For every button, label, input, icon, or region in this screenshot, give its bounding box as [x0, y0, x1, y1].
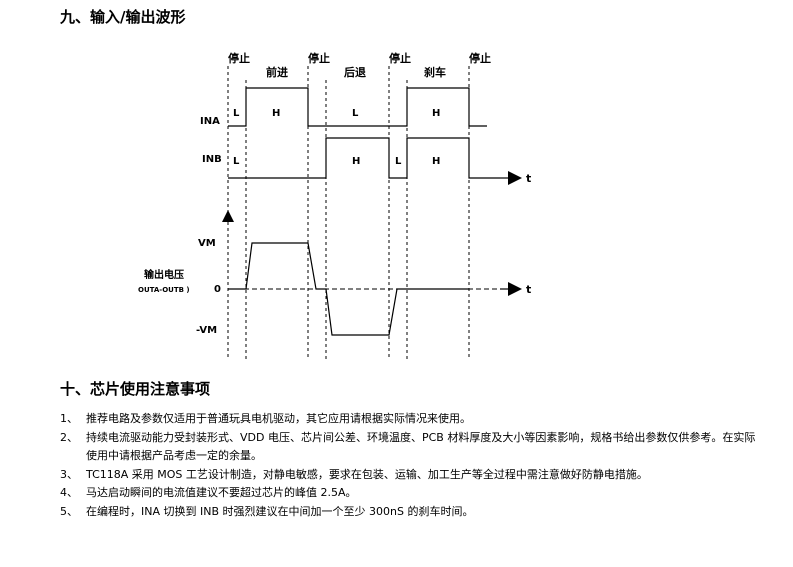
inb-level-3: L — [395, 156, 402, 167]
note-number: 3、 — [60, 467, 78, 481]
section-9-title: 九、输入/输出波形 — [60, 8, 186, 26]
phase-label-brake: 刹车 — [424, 65, 446, 79]
ina-label: INA — [200, 116, 220, 127]
vm-label: VM — [198, 238, 216, 249]
output-voltage-label: 输出电压 — [144, 268, 184, 281]
inb-waveform — [228, 137, 500, 179]
inb-axis-arrow — [508, 171, 522, 185]
note-text: 在编程时，INA 切换到 INB 时强烈建议在中间加一个至少 300nS 的刹车… — [86, 504, 474, 518]
phase-label-reverse: 后退 — [344, 65, 366, 79]
phase-label-stop-1: 停止 — [228, 51, 250, 65]
inb-time-label: t — [526, 172, 531, 185]
output-waveform — [228, 242, 469, 336]
notes-list: 1、推荐电路及参数仅适用于普通玩具电机驱动，其它应用请根据实际情况来使用。 2、… — [60, 410, 760, 521]
note-item: 4、马达启动瞬间的电流值建议不要超过芯片的峰值 2.5A。 — [60, 484, 760, 503]
note-text: TC118A 采用 MOS 工艺设计制造，对静电敏感，要求在包装、运输、加工生产… — [86, 467, 648, 481]
output-expression-label: OUTA-OUTB ) — [138, 286, 190, 294]
note-text: 持续电流驱动能力受封装形式、VDD 电压、芯片间公差、环境温度、PCB 材料厚度… — [86, 430, 756, 463]
inb-level-4: H — [432, 156, 440, 167]
io-waveform-diagram: 停止 前进 停止 后退 停止 刹车 停止 INA L H L H INB t L… — [138, 51, 531, 360]
ina-waveform — [228, 87, 487, 127]
note-number: 5、 — [60, 504, 78, 518]
note-number: 1、 — [60, 412, 78, 425]
note-number: 2、 — [60, 430, 78, 444]
phase-label-stop-3: 停止 — [389, 51, 411, 65]
phase-label-forward: 前进 — [266, 65, 288, 79]
voltage-axis-arrow — [222, 210, 234, 222]
section-10-title: 十、芯片使用注意事项 — [60, 380, 211, 398]
inb-label: INB — [202, 154, 222, 165]
phase-label-stop-4: 停止 — [469, 51, 491, 65]
output-axis-arrow — [508, 282, 522, 296]
inb-level-1: L — [233, 156, 240, 167]
note-item: 5、在编程时，INA 切换到 INB 时强烈建议在中间加一个至少 300nS 的… — [60, 503, 760, 522]
ina-level-4: H — [432, 108, 440, 119]
ina-level-1: L — [233, 108, 240, 119]
note-number: 4、 — [60, 486, 78, 499]
note-text: 推荐电路及参数仅适用于普通玩具电机驱动，其它应用请根据实际情况来使用。 — [86, 412, 471, 425]
note-text: 马达启动瞬间的电流值建议不要超过芯片的峰值 2.5A。 — [86, 486, 357, 499]
note-item: 1、推荐电路及参数仅适用于普通玩具电机驱动，其它应用请根据实际情况来使用。 — [60, 410, 760, 429]
zero-label: 0 — [214, 284, 221, 295]
note-item: 2、持续电流驱动能力受封装形式、VDD 电压、芯片间公差、环境温度、PCB 材料… — [60, 429, 760, 466]
neg-vm-label: -VM — [196, 325, 217, 336]
phase-label-stop-2: 停止 — [308, 51, 330, 65]
inb-level-2: H — [352, 156, 360, 167]
output-time-label: t — [526, 283, 531, 296]
note-item: 3、 TC118A 采用 MOS 工艺设计制造，对静电敏感，要求在包装、运输、加工… — [60, 466, 760, 485]
ina-level-3: L — [352, 108, 359, 119]
ina-level-2: H — [272, 108, 280, 119]
